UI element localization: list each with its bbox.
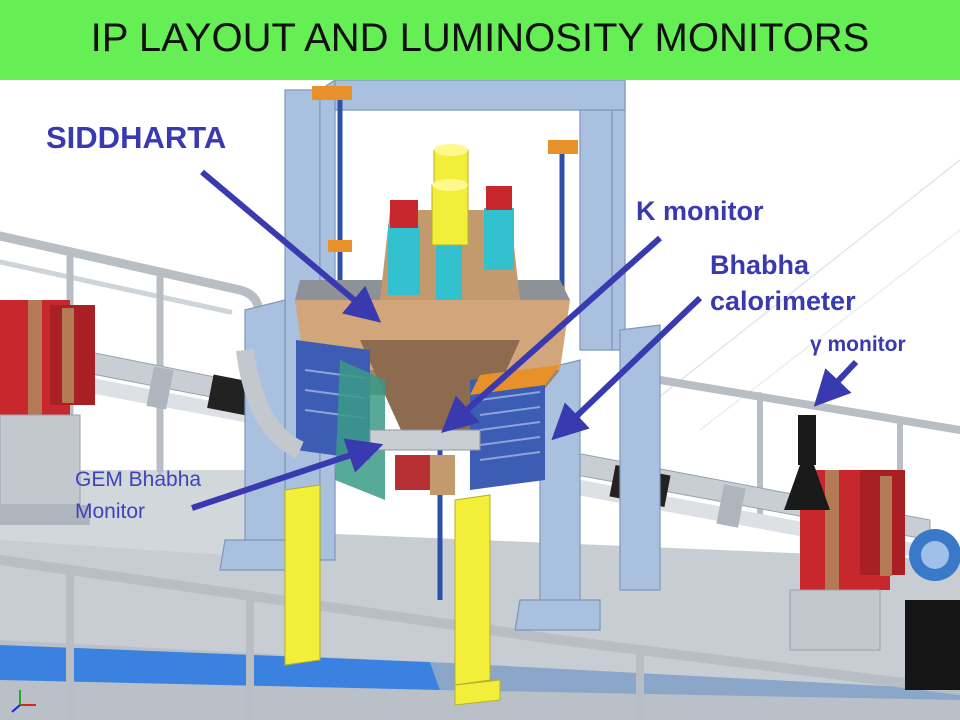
label-gamma-monitor: γ monitor xyxy=(810,333,906,356)
label-bhabha-line1: Bhabha xyxy=(710,250,810,280)
arrow-k-monitor xyxy=(441,235,662,433)
cable-carrier xyxy=(236,348,305,459)
arrow-bhabha-calorimeter xyxy=(551,295,703,441)
arrow-gem-bhabha xyxy=(191,438,384,511)
arrow-siddharta xyxy=(200,169,382,323)
gamma-monitor-device xyxy=(784,415,830,510)
label-siddharta: SIDDHARTA xyxy=(46,120,227,155)
axes-gizmo xyxy=(11,690,36,713)
yellow-supports xyxy=(284,484,501,706)
label-gem-line1: GEM Bhabha xyxy=(75,468,202,491)
arrow-gamma-monitor xyxy=(813,359,859,407)
yellow-cylinders xyxy=(431,144,469,246)
detector-render xyxy=(0,80,960,720)
page-title: IP LAYOUT AND LUMINOSITY MONITORS xyxy=(90,16,870,60)
label-gem-line2: Monitor xyxy=(75,500,146,523)
magnet-left xyxy=(0,300,95,525)
label-bhabha-line2: calorimeter xyxy=(710,286,856,316)
label-k-monitor: K monitor xyxy=(636,196,764,226)
cyan-cylinders xyxy=(388,186,514,300)
title-bar: IP LAYOUT AND LUMINOSITY MONITORS xyxy=(0,0,960,80)
